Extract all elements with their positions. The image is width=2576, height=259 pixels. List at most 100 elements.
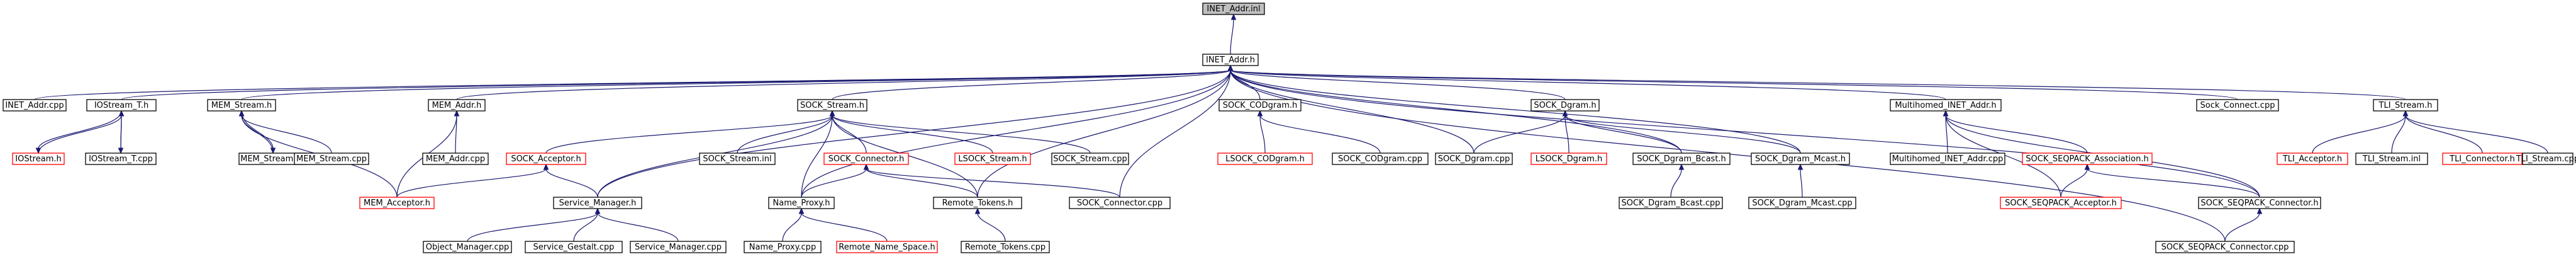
dependency-edge-line [1945,115,2088,154]
file-node[interactable]: Object_Manager.cpp [423,241,512,253]
file-node[interactable]: TLI_Stream.inl [2355,153,2428,165]
node-label: TLI_Stream.h [2378,101,2433,110]
file-node[interactable]: TLI_Stream.h [2373,99,2438,112]
file-node[interactable]: LSOCK_Stream.h [954,153,1031,165]
arrowhead-icon [829,110,835,117]
node-label: SOCK_Dgram_Bcast.cpp [1621,199,1720,208]
node-label: Service_Gestalt.cpp [533,243,615,252]
file-node[interactable]: Name_Proxy.cpp [744,241,822,253]
node-box [423,241,512,253]
dependency-edge [2402,110,2548,154]
file-node[interactable]: SOCK_Dgram_Mcast.cpp [1748,197,1856,209]
dependency-edge-line [467,212,598,242]
dependency-edge [863,163,1120,198]
node-box [2000,197,2122,209]
node-box [933,197,1022,209]
file-node[interactable]: Remote_Name_Space.h [836,241,938,253]
node-box [1531,99,1600,112]
file-node[interactable]: MEM_Addr.cpp [422,153,489,165]
arrowhead-icon [35,147,42,154]
node-box [553,197,642,209]
dependency-edge [545,110,835,154]
file-node[interactable]: SOCK_Stream.inl [699,153,776,165]
dependency-edge-line [38,110,122,149]
file-node[interactable]: SOCK_Dgram.h [1531,99,1600,112]
file-node[interactable]: IOStream_T.h [86,99,157,112]
file-node[interactable]: SOCK_Dgram_Bcast.h [1632,153,1731,165]
file-node[interactable]: MEM_Acceptor.h [359,197,435,209]
file-node[interactable]: IOStream_T.cpp [85,153,157,165]
dependency-edge [238,110,274,154]
file-node[interactable]: IOStream.h [12,153,65,165]
node-box [2155,241,2295,253]
dependency-edge-line [1259,115,1266,154]
file-node[interactable]: MEM_Stream.h [207,99,276,112]
node-label: SOCK_CODgram.cpp [1338,154,1422,164]
dependency-edge [2084,163,2260,198]
file-node[interactable]: SOCK_SEQPACK_Connector.h [2198,197,2321,209]
file-node[interactable]: TLI_Acceptor.h [2277,153,2348,165]
arrowhead-icon [1257,110,1263,117]
node-label: TLI_Stream.cpp [2516,154,2576,164]
node-label: MEM_Acceptor.h [364,199,430,208]
node-box [1202,3,1265,15]
dependency-edge-line [1800,168,1803,198]
file-node[interactable]: SOCK_Dgram_Bcast.cpp [1619,197,1723,209]
node-box [630,241,727,253]
file-node[interactable]: Service_Gestalt.cpp [525,241,623,253]
arrowhead-icon [974,207,981,214]
file-node[interactable]: MEM_Addr.h [428,99,486,112]
file-node[interactable]: SOCK_Connector.h [823,153,909,165]
file-node[interactable]: Remote_Tokens.cpp [961,241,1050,253]
file-node[interactable]: SOCK_Stream.cpp [1051,153,1129,165]
file-node[interactable]: SOCK_SEQPACK_Connector.cpp [2155,241,2295,253]
file-node[interactable]: Service_Manager.h [553,197,642,209]
dependency-edge-line [396,168,547,198]
arrowhead-icon [2256,207,2263,214]
file-node[interactable]: SOCK_Acceptor.h [506,153,586,165]
file-node[interactable]: SOCK_Connector.cpp [1069,197,1171,209]
node-label: Remote_Tokens.h [942,199,1013,208]
node-label: TLI_Stream.inl [2362,154,2421,164]
file-node[interactable]: LSOCK_Dgram.h [1531,153,1607,165]
file-node[interactable]: SOCK_Dgram_Mcast.h [1751,153,1850,165]
dependency-edge [35,110,122,154]
node-box [207,99,276,112]
node-box [359,197,435,209]
node-label: TLI_Acceptor.h [2282,154,2342,164]
file-node[interactable]: INET_Addr.h [1202,54,1259,66]
node-box [1619,197,1723,209]
arrowhead-icon [270,147,276,154]
file-node[interactable]: Sock_Connect.cpp [2196,99,2279,112]
file-node[interactable]: Service_Manager.cpp [630,241,727,253]
node-label: Multihomed_INET_Addr.cpp [1892,154,2004,164]
file-node[interactable]: Name_Proxy.h [768,197,835,209]
node-box [2355,153,2428,165]
dependency-edge [977,64,1234,198]
file-node[interactable]: Multihomed_INET_Addr.cpp [1890,153,2005,165]
dependency-edge-line [2087,168,2260,198]
file-node[interactable]: Multihomed_INET_Addr.h [1890,99,2002,112]
file-node[interactable]: INET_Addr.cpp [3,99,67,112]
file-node[interactable]: SOCK_Stream.h [797,99,867,112]
dependency-edge-line [545,115,833,154]
file-node[interactable]: SOCK_Dgram.cpp [1435,153,1513,165]
file-node[interactable]: TLI_Stream.cpp [2516,153,2576,165]
file-node[interactable]: MEM_Stream.cpp [294,153,369,165]
file-node[interactable]: SOCK_SEQPACK_Acceptor.h [2000,197,2122,209]
file-node[interactable]: SOCK_CODgram.h [1218,99,1302,112]
dependency-edge-line [782,212,802,242]
file-node[interactable]: LSOCK_CODgram.h [1217,153,1313,165]
node-box [422,153,489,165]
dependency-edge [1227,64,1946,100]
file-node[interactable]: SOCK_CODgram.cpp [1332,153,1429,165]
node-label: IOStream.h [15,154,61,164]
dependency-edge-line [1230,18,1234,55]
dependency-edge [1943,110,2088,154]
file-node[interactable]: TLI_Connector.h [2442,153,2523,165]
node-label: INET_Addr.h [1206,55,1255,65]
file-node[interactable]: SOCK_SEQPACK_Association.h [2022,153,2153,165]
file-node[interactable]: Remote_Tokens.h [933,197,1022,209]
dependency-edge-line [1473,115,1566,154]
dependency-edge-line [597,69,1231,198]
